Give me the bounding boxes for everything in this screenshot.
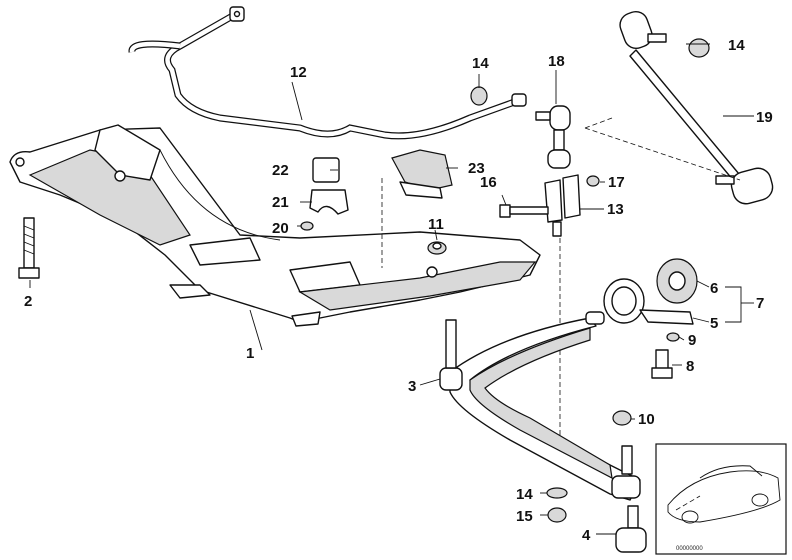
callout-15: 14 [516,486,533,503]
callout-14-lower: 15 [516,508,533,525]
bolt-8 [651,349,673,379]
clamp-21 [309,189,349,215]
callout-21: 21 [272,194,289,211]
bracket-13 [544,174,581,237]
thumbnail-code: 00000000 [676,546,703,552]
vehicle-thumbnail: 00000000 [655,443,787,555]
callout-14-right: 14 [728,37,745,54]
nut-22 [300,221,314,231]
bolt-18 [499,204,549,218]
washer-15 [546,487,568,499]
callout-4: 4 [582,527,591,544]
mount-4 [615,505,647,553]
callout-19: 17 [608,174,625,191]
callout-8: 8 [686,358,694,375]
callout-3: 3 [408,378,416,395]
callout-1: 1 [246,345,254,362]
bracket-5 [603,278,694,325]
nut-14-lower [547,507,567,523]
callout-9: 9 [688,332,696,349]
callout-12: 12 [290,64,307,81]
washer-9 [666,332,680,342]
callout-7: 7 [756,295,764,312]
axle-carrier [9,124,541,327]
callout-22: 20 [272,220,289,237]
bracket-23 [391,149,453,199]
bolt-2 [18,217,40,279]
control-arm [439,311,641,501]
callout-14-upper: 14 [472,55,489,72]
bushing-6 [656,258,698,304]
callout-11: 11 [428,216,444,233]
nut-10 [612,410,632,426]
stabilizer-link-16 [535,105,571,169]
callout-10: 10 [638,411,655,428]
stabilizer-link-17 [619,10,774,205]
nut-14-upper [470,86,488,106]
callout-18: 16 [480,174,497,191]
nut-11 [427,241,447,255]
callout-5: 5 [710,315,718,332]
nut-19 [586,175,600,187]
callout-2: 2 [24,293,32,310]
nut-14-right [688,38,710,58]
callout-13: 13 [607,201,624,218]
callout-20: 22 [272,162,289,179]
callout-6: 6 [710,280,718,297]
rubber-mount-20 [312,157,340,183]
callout-23: 23 [468,160,485,177]
callout-17: 19 [756,109,773,126]
callout-16: 18 [548,53,565,70]
